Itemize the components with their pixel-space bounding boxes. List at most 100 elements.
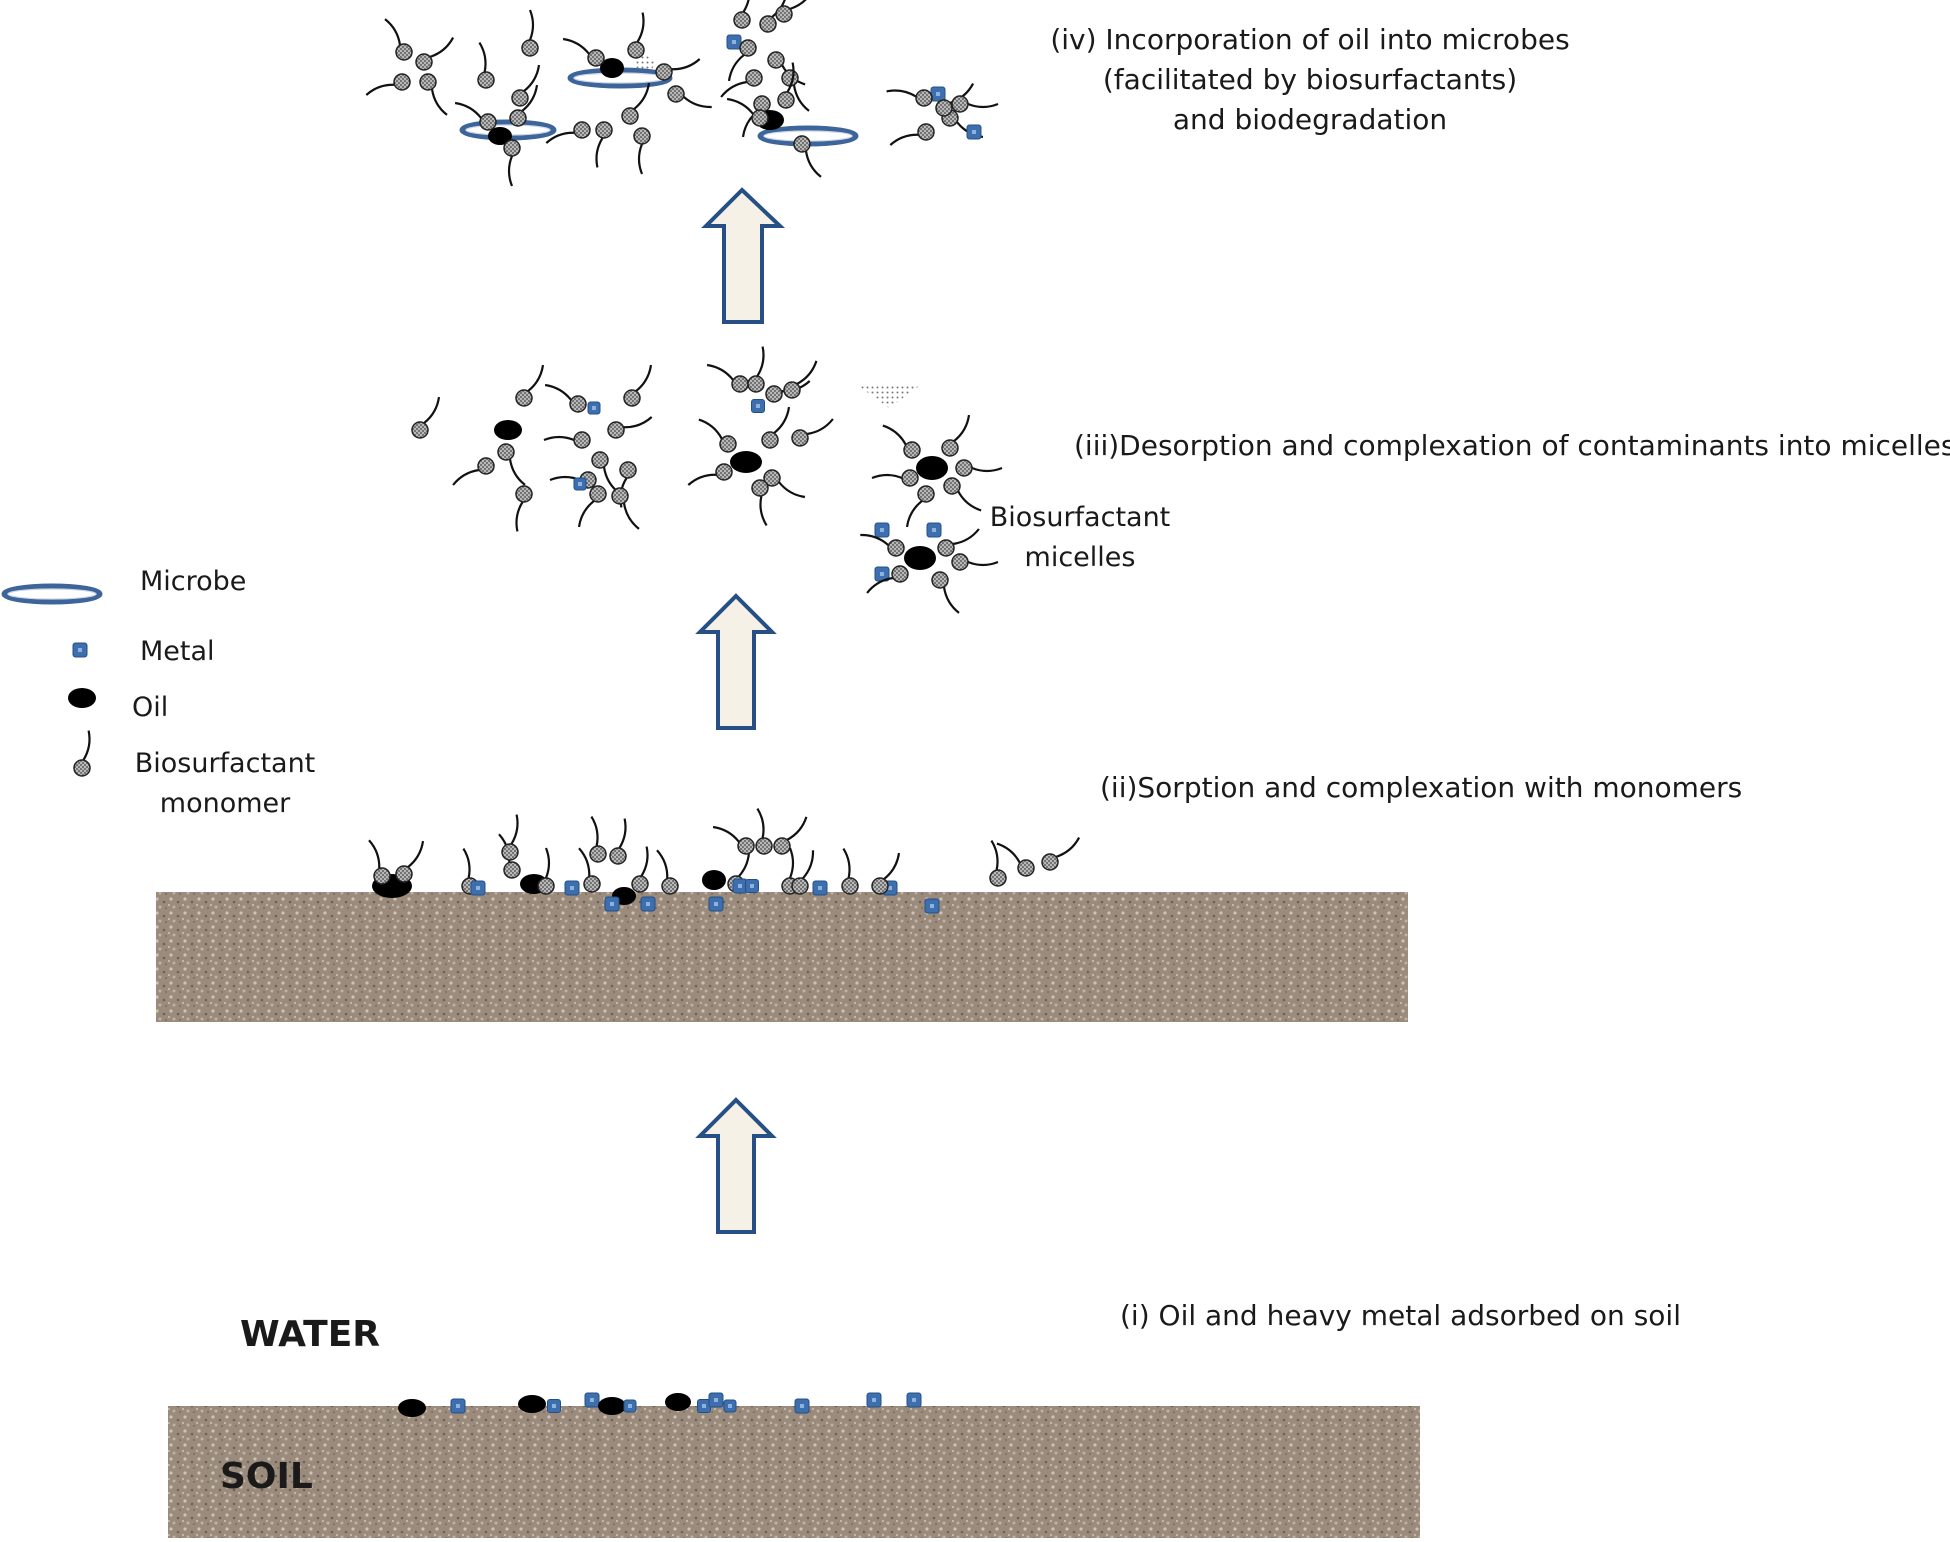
soil-slab-upper	[156, 892, 1408, 1022]
monomer-tail	[866, 576, 894, 594]
monomer-head	[781, 69, 799, 87]
monomer-head	[521, 39, 539, 57]
up-arrow-top	[701, 187, 786, 324]
monomer-tail	[595, 137, 604, 168]
monomer-head	[511, 89, 529, 107]
metal-highlight	[936, 92, 940, 96]
stage-iv-line-2: (facilitated by biosurfactants)	[1102, 63, 1518, 96]
dotted-fragment	[856, 384, 922, 408]
monomer-head	[739, 39, 757, 57]
monomer-tail	[510, 814, 519, 845]
oil-droplet	[702, 870, 726, 890]
monomer-tail	[640, 846, 649, 877]
monomer-tail	[889, 133, 919, 146]
monomer-head	[891, 565, 909, 583]
monomer-head	[573, 121, 591, 139]
monomer-tail	[756, 807, 765, 839]
legend-monomer-label: Biosurfactant monomer	[120, 744, 330, 824]
monomer-head	[1017, 859, 1035, 877]
monomer-tail	[543, 435, 575, 442]
micelle-label: Biosurfactant micelles	[960, 498, 1200, 578]
stage-iv-line-1: (iv) Incorporation of oil into microbes	[1050, 23, 1570, 56]
metal-highlight	[552, 1404, 556, 1408]
soil-slab-lower	[168, 1406, 1420, 1538]
monomer-head	[733, 11, 751, 29]
monomer-tail	[967, 102, 999, 109]
monomer-head	[655, 63, 673, 81]
monomer-head	[591, 451, 609, 469]
monomer-head	[623, 389, 641, 407]
monomer-head	[501, 843, 519, 861]
metal-highlight	[932, 528, 936, 532]
monomer-tail	[423, 396, 441, 424]
monomer-head	[415, 53, 433, 71]
monomer-tail	[957, 490, 982, 512]
monomer-tail	[726, 97, 754, 115]
metal-highlight	[628, 1404, 632, 1408]
monomer-tail	[429, 37, 455, 58]
monomer-head	[587, 49, 605, 67]
monomer-tail	[871, 473, 903, 480]
metal-highlight	[756, 404, 760, 408]
metal-highlight	[888, 886, 892, 890]
monomer-tail	[515, 501, 524, 532]
monomer-head	[751, 109, 769, 127]
monomer-tail	[682, 95, 712, 109]
monomer-head	[791, 877, 809, 895]
monomer-head	[941, 439, 959, 457]
monomer-tail	[806, 418, 834, 436]
monomer-tail	[462, 847, 471, 879]
monomer-head	[627, 41, 645, 59]
monomer-tail	[842, 847, 851, 879]
stage-iii-label: (iii)Desorption and complexation of cont…	[1074, 429, 1950, 462]
monomer-tail	[952, 528, 980, 546]
degraded-oil-fragment	[634, 56, 654, 72]
monomer-head	[871, 877, 889, 895]
monomer-tail	[544, 383, 572, 401]
metal-highlight	[738, 884, 742, 888]
monomer-head	[661, 877, 679, 895]
stage-iv-label: (iv) Incorporation of oil into microbes …	[1010, 20, 1610, 140]
monomer-head	[775, 5, 793, 23]
monomer-head	[937, 539, 955, 557]
metal-highlight	[78, 648, 82, 652]
monomer-head	[477, 457, 495, 475]
monomer-tail	[578, 847, 591, 877]
monomer-head	[395, 865, 413, 883]
monomer-head	[621, 107, 639, 125]
monomer-tail	[590, 815, 599, 847]
metal-highlight	[702, 1404, 706, 1408]
monomer-tail	[384, 18, 402, 46]
metal-highlight	[912, 1398, 916, 1402]
stage-ii-label: (ii)Sorption and complexation with monom…	[1100, 771, 1743, 804]
monomer-head	[589, 485, 607, 503]
oil-droplet	[518, 1395, 546, 1413]
monomer-tail	[786, 62, 795, 93]
monomer-head	[747, 375, 765, 393]
monomer-head	[759, 15, 777, 33]
monomer-head	[631, 875, 649, 893]
monomer-tail	[953, 414, 971, 442]
monomer-tail	[623, 416, 653, 429]
monomer-tail	[789, 0, 807, 10]
microbe-inner	[7, 588, 97, 600]
monomer-tail	[742, 0, 750, 13]
monomer-tail	[996, 842, 1021, 864]
monomer-head	[935, 99, 953, 117]
water-label: WATER	[240, 1314, 381, 1355]
monomer-head	[419, 73, 437, 91]
monomer-tail	[788, 847, 795, 879]
monomer-tail	[778, 481, 806, 499]
monomer-head	[573, 431, 591, 449]
monomer-tail	[562, 37, 590, 55]
monomer-tail	[577, 500, 595, 528]
monomer-head	[989, 869, 1007, 887]
monomer-tail	[756, 346, 765, 377]
monomer-tail	[905, 500, 923, 528]
monomer-tail	[796, 360, 818, 385]
monomer-head	[751, 479, 769, 497]
metal-highlight	[714, 1398, 718, 1402]
monomer-head	[737, 837, 755, 855]
